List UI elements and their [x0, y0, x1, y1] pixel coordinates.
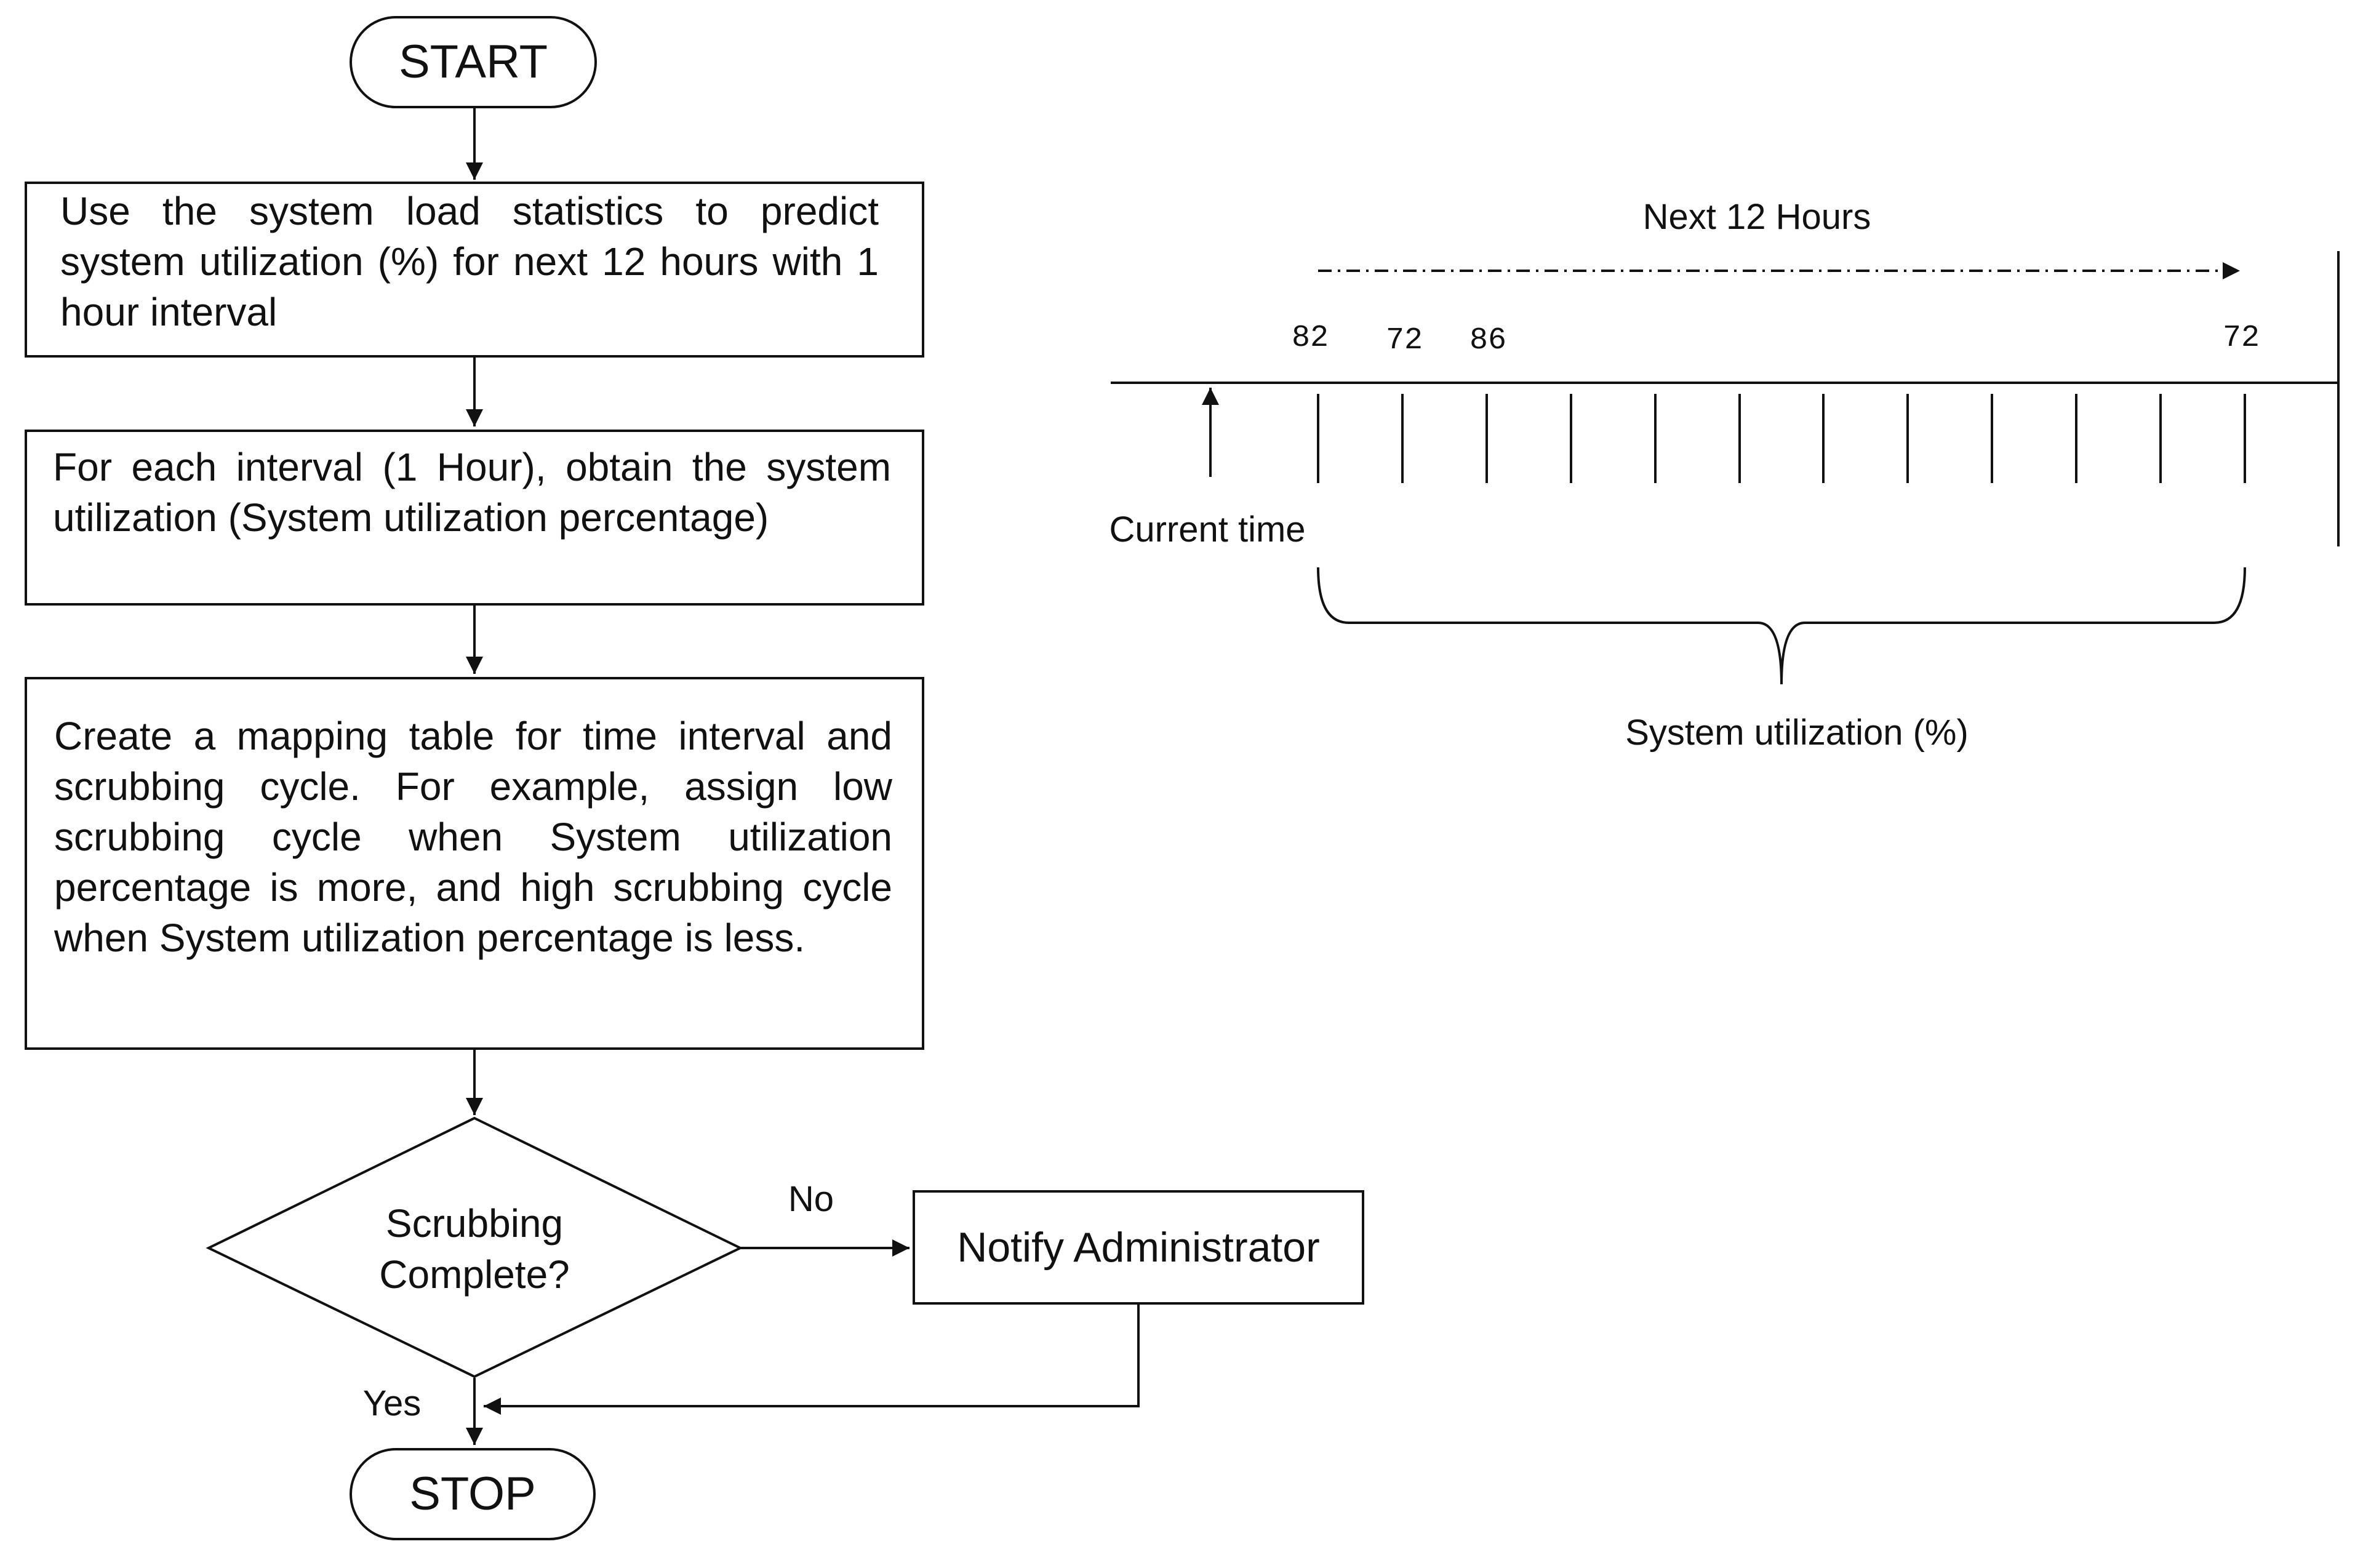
- decision-diamond: [206, 1116, 743, 1378]
- notify-administrator-box: [913, 1190, 1364, 1305]
- yes-branch-label: Yes: [363, 1383, 422, 1423]
- no-branch-label: No: [788, 1179, 834, 1219]
- utilization-brace: [1317, 567, 2246, 685]
- step1-text: Use the system load statistics to predic…: [60, 189, 879, 334]
- decision-label-line1: Scrubbing: [386, 1201, 563, 1246]
- start-label: START: [399, 36, 548, 88]
- decision-label-line2: Complete?: [379, 1252, 570, 1297]
- arrow-notify-to-stop-line: [484, 1305, 1140, 1415]
- timeline-window-label: Next 12 Hours: [1643, 197, 1871, 237]
- step3-box: [25, 677, 924, 1050]
- start-terminal: [350, 16, 597, 108]
- timeline-value-hour-2: 72: [1386, 323, 1423, 358]
- timeline-value-hour-12: 72: [2223, 321, 2260, 356]
- stop-terminal: [350, 1448, 596, 1540]
- utilization-label: System utilization (%): [1625, 713, 1969, 753]
- timeline-value-hour-3: 86: [1469, 323, 1506, 358]
- step3-text: Create a mapping table for time interval…: [54, 714, 892, 960]
- timeline-value-hour-1: 82: [1292, 321, 1329, 356]
- current-time-label: Current time: [1109, 510, 1305, 550]
- step1-box: [25, 182, 924, 358]
- timeline-ticks: [1317, 394, 2246, 483]
- notify-administrator-label: Notify Administrator: [957, 1224, 1320, 1271]
- stop-label: STOP: [409, 1468, 536, 1520]
- step2-text: For each interval (1 Hour), obtain the s…: [53, 445, 891, 540]
- step2-box: [25, 430, 924, 606]
